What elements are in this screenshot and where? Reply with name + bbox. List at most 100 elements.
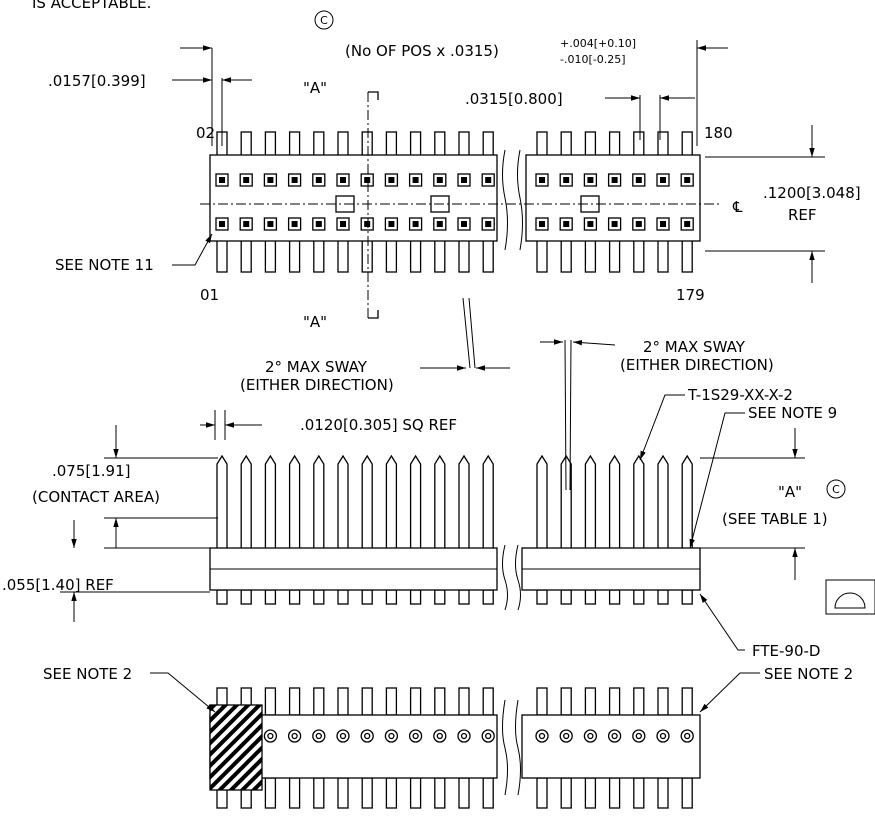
via-hole-inner (587, 732, 594, 740)
contact-pin (458, 454, 470, 548)
pin-lead (608, 687, 621, 716)
pin-lead (434, 777, 446, 809)
sway-label-right: 2° MAX SWAY (643, 338, 746, 356)
contact-pin (681, 454, 693, 548)
socket-core (340, 177, 346, 183)
see-table-label: (SEE TABLE 1) (722, 510, 828, 528)
via-hole (481, 729, 495, 743)
socket (312, 217, 326, 231)
pin-tail (584, 589, 597, 605)
pin-tail (482, 589, 494, 605)
pin-lead (458, 687, 470, 716)
section-marker-top: "A" (303, 79, 327, 97)
via-hole (457, 729, 471, 743)
contact-pin (313, 454, 325, 548)
leader-body (699, 593, 745, 651)
socket-core (412, 221, 419, 227)
pin-lead (361, 239, 373, 273)
pin-lead (482, 131, 494, 158)
via-hole-inner (315, 732, 322, 740)
leader-note-2-left (150, 672, 216, 713)
via-hole-inner (364, 732, 371, 740)
sway-line (468, 297, 476, 369)
pin-tail (657, 589, 669, 605)
sway-line (569, 339, 572, 491)
front-dimensions (60, 297, 875, 651)
note-9-label: SEE NOTE 9 (748, 404, 837, 422)
socket-core (267, 177, 274, 183)
pin-lead (657, 239, 669, 273)
socket (583, 217, 598, 231)
socket-core (412, 177, 419, 183)
socket-core (587, 221, 594, 227)
revision-letter: C (320, 14, 328, 27)
via-hole (312, 729, 326, 743)
revision-circle (826, 479, 846, 499)
row-spacing-ref: REF (788, 206, 817, 224)
via-hole-inner (436, 732, 443, 740)
front-view (209, 454, 701, 611)
socket (583, 173, 598, 187)
socket-core (461, 221, 467, 227)
contact-pin (608, 454, 621, 548)
socket (215, 173, 229, 187)
pin-lead (409, 239, 422, 273)
leader-note-11 (172, 233, 213, 266)
socket-core (388, 221, 395, 227)
body-part-number: FTE-90-D (752, 642, 820, 660)
centerline-symbol: ℄ (732, 198, 743, 216)
pitch-dim: .0315[0.800] (465, 90, 563, 108)
pin-lead (608, 777, 621, 809)
position-02: 02 (196, 124, 215, 142)
break-line (515, 544, 521, 611)
pin-lead (385, 239, 398, 273)
socket (535, 217, 549, 231)
socket (656, 217, 670, 231)
contact-pin (264, 454, 277, 548)
socket-core (364, 221, 371, 227)
via-hole-inner (563, 732, 570, 740)
break-line (517, 149, 523, 251)
via-hole (680, 729, 694, 743)
pin-lead (633, 239, 645, 273)
socket-core (436, 221, 443, 227)
pin-lead (681, 131, 693, 158)
pin-lead (240, 239, 252, 273)
socket (263, 173, 278, 187)
via-hole-inner (611, 732, 618, 740)
socket-core (635, 177, 642, 183)
socket (680, 217, 694, 231)
pin-lead (458, 239, 470, 273)
pin-lead (584, 687, 597, 716)
pin-lead (560, 687, 572, 716)
header-fragment: IS ACCEPTABLE. (32, 0, 151, 12)
socket (360, 217, 374, 231)
pin-lead (584, 131, 597, 158)
pin-lead (288, 239, 301, 273)
pin-tail (633, 589, 645, 605)
overall-length-dim: (No OF POS x .0315) (345, 42, 499, 60)
socket-core (364, 177, 371, 183)
socket (559, 173, 573, 187)
row-spacing-dim: .1200[3.048] (763, 184, 861, 202)
pin-lead (264, 131, 277, 158)
pin-lead (409, 777, 422, 809)
contact-pin (536, 454, 548, 548)
pin-lead (608, 131, 621, 158)
socket (408, 173, 423, 187)
labels: IS ACCEPTABLE. C (No OF POS x .0315) +.0… (2, 0, 861, 683)
socket-core (291, 177, 298, 183)
socket (360, 173, 374, 187)
socket (680, 173, 694, 187)
pin-lead (216, 239, 228, 273)
end-offset-dim: .0157[0.399] (48, 72, 146, 90)
pin-lead (536, 687, 548, 716)
sway-label-left: 2° MAX SWAY (265, 358, 368, 376)
socket (457, 173, 471, 187)
socket-core (436, 177, 443, 183)
socket (408, 217, 423, 231)
flatness-frame (825, 579, 875, 615)
pin-lead (560, 131, 572, 158)
socket (632, 217, 646, 231)
